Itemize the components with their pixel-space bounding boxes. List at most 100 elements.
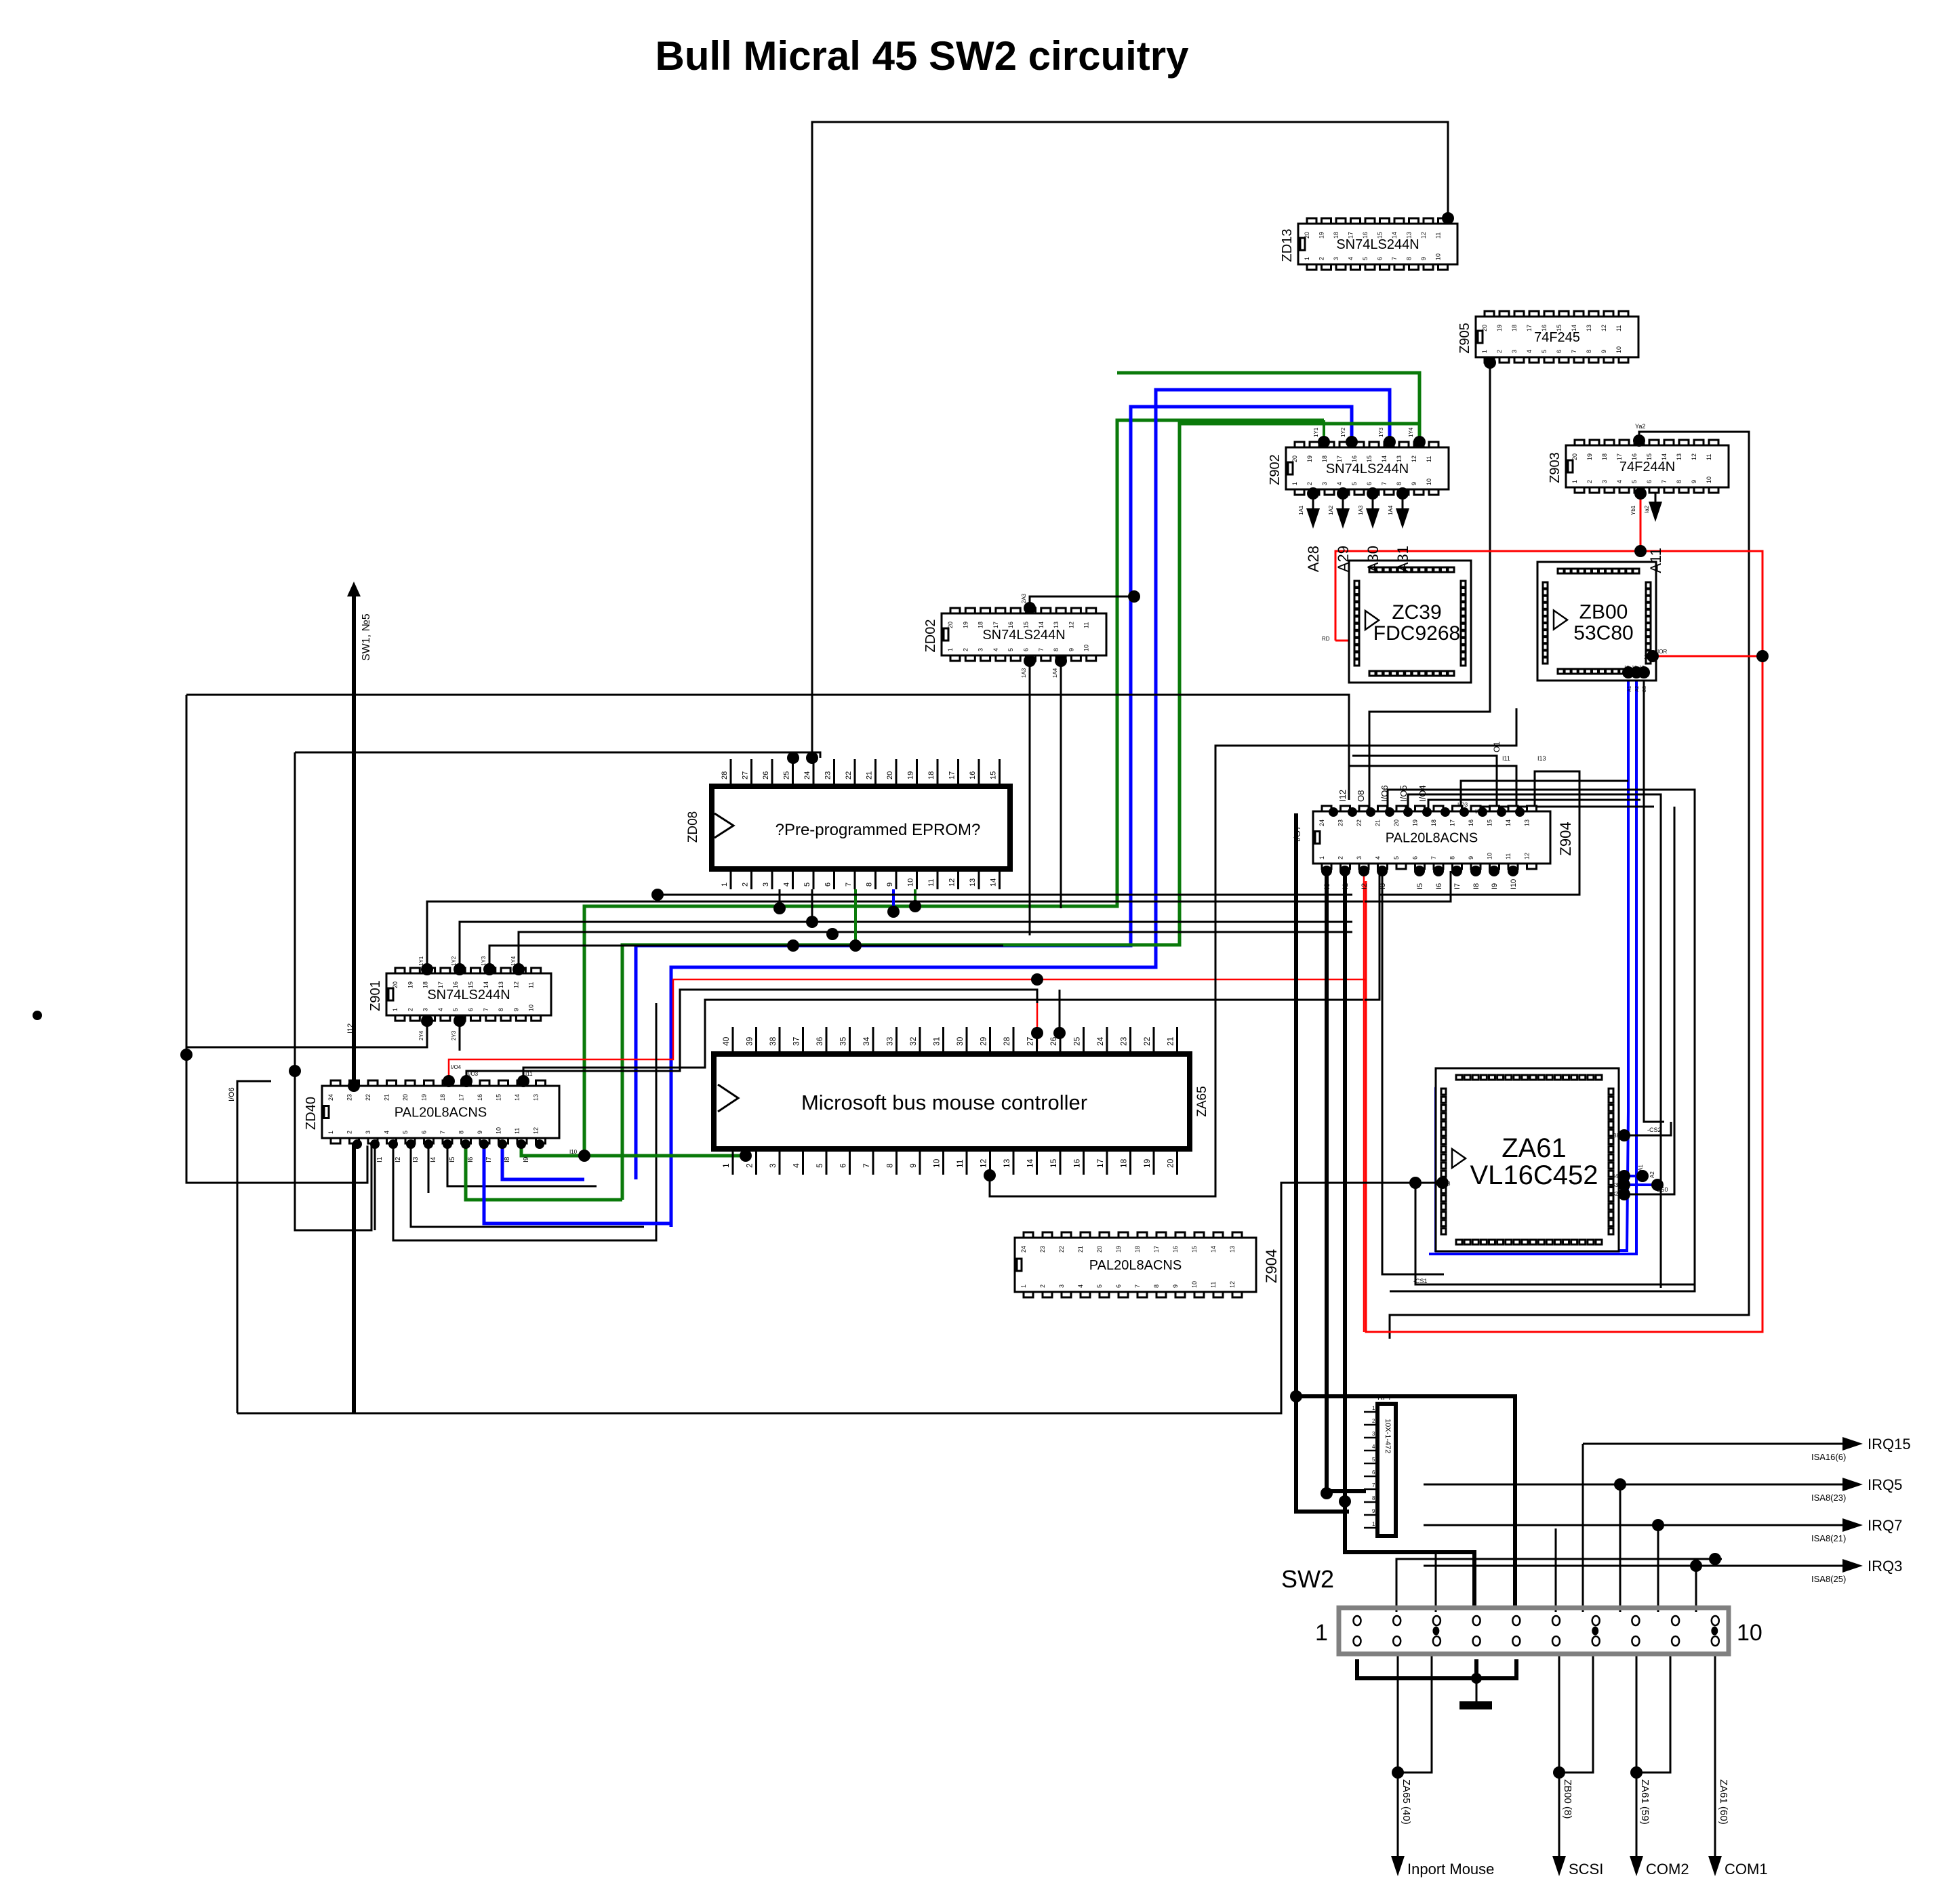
- pin-number: 3: [1372, 1431, 1375, 1437]
- pin-number: 4: [1616, 480, 1623, 483]
- pin-top: [530, 967, 542, 975]
- chips-layer: 2011921831741651561471381291110SN74LS244…: [304, 217, 1762, 1657]
- pin-number: 15: [1646, 453, 1653, 460]
- pin-number: 7: [1372, 1482, 1375, 1488]
- pin-number: 19: [907, 771, 915, 779]
- pad-left: [1542, 629, 1549, 638]
- pad-left: [1542, 615, 1549, 624]
- pad-bottom: [1594, 1238, 1603, 1246]
- pin-bottom: [470, 1014, 481, 1022]
- pad-right: [1459, 636, 1467, 645]
- pad-right: [1607, 1145, 1615, 1154]
- pad-bottom: [1556, 668, 1565, 675]
- pin-number: 5: [1007, 648, 1014, 651]
- pad-left: [1353, 622, 1361, 631]
- pin-top: [500, 967, 512, 975]
- pad-right: [1459, 622, 1467, 631]
- pin-number: 8: [885, 1163, 895, 1168]
- pad-bottom: [1520, 1238, 1529, 1246]
- pad-right: [1645, 615, 1652, 624]
- pin-number: 17: [1526, 325, 1533, 331]
- pin-number: 15: [1487, 819, 1493, 826]
- pad-bottom: [1590, 668, 1599, 675]
- pin-number: 2: [407, 1008, 414, 1011]
- pin-bottom: [1174, 1291, 1186, 1299]
- pin-top: [1098, 1231, 1110, 1239]
- pin-number: 5: [1393, 856, 1400, 859]
- junction-dot: [1346, 436, 1358, 448]
- switch-contact-bottom: [1710, 1635, 1720, 1647]
- pin-bottom: [439, 1014, 451, 1022]
- pin-number: 8: [866, 883, 874, 887]
- pad-left: [1353, 587, 1361, 596]
- junction-dot: [1377, 866, 1388, 876]
- pin-number: 7: [1661, 480, 1668, 483]
- switch-contact-top: [1512, 1615, 1521, 1627]
- signal-label: A2: [1635, 686, 1640, 692]
- pin-number: 22: [1142, 1036, 1152, 1046]
- pin-bottom: [1353, 488, 1365, 496]
- switch-on-indicator: [1432, 1626, 1440, 1636]
- chip-body: [321, 1085, 561, 1139]
- pin-number: 2: [962, 648, 969, 651]
- pin-number: 14: [1381, 455, 1388, 462]
- pin-top: [386, 1079, 397, 1087]
- pad-bottom: [1496, 1238, 1505, 1246]
- pin-number: 15: [990, 771, 998, 779]
- chip-z905: 201192183174165156147138129111074F245Z90…: [1457, 310, 1640, 364]
- junction-dot: [1618, 1188, 1630, 1200]
- pin-number: 9: [477, 1131, 483, 1134]
- irq-arrow-icon: [1842, 1518, 1863, 1532]
- pin-number: 14: [1026, 1158, 1035, 1168]
- pin-number: 15: [1191, 1246, 1198, 1253]
- junction-dot: [461, 1139, 470, 1149]
- switch-contact-top: [1392, 1615, 1402, 1627]
- pin-number: 13: [1053, 622, 1060, 628]
- pin-top: [1543, 310, 1555, 318]
- pin-number: 34: [1612, 1173, 1618, 1179]
- pad-top: [1529, 1074, 1537, 1081]
- pad-top: [1439, 566, 1448, 573]
- pin-bottom: [1231, 1291, 1243, 1299]
- junction-dot: [454, 963, 466, 975]
- junction-dot: [454, 1015, 466, 1027]
- diagram-title: Bull Micral 45 SW2 circuitry: [655, 33, 1189, 79]
- device-output-label: COM2: [1646, 1861, 1689, 1878]
- isa-bus-label: ISA16(6): [1811, 1452, 1846, 1462]
- chip-body: [1474, 315, 1640, 359]
- pad-right: [1645, 629, 1652, 638]
- pin-number: 7: [1134, 1284, 1141, 1288]
- chip-reference: ZD02: [923, 620, 938, 653]
- pin-number: 10: [907, 878, 915, 887]
- pad-left: [1353, 601, 1361, 610]
- pin-number: 4: [384, 1131, 390, 1134]
- wire-zd40-i9: [500, 1146, 584, 1181]
- pad-left: [1440, 1169, 1447, 1178]
- pin-bottom: [1079, 1291, 1091, 1299]
- pin-number: 14: [1210, 1246, 1217, 1253]
- pin-top: [394, 967, 406, 975]
- pad-left: [1353, 644, 1361, 653]
- pin-bottom: [1428, 488, 1440, 496]
- pad-right: [1459, 580, 1467, 588]
- pad-right: [1645, 594, 1652, 603]
- pin-number: 2: [1337, 856, 1344, 859]
- pin-number: 11: [1505, 853, 1512, 859]
- signal-label: I/O6: [1379, 785, 1390, 802]
- pin-number: 10: [1372, 1521, 1378, 1527]
- pin-top: [1693, 439, 1705, 447]
- signal-label: 2A3: [1021, 593, 1027, 603]
- wire-i11: [522, 874, 1381, 1078]
- pin-top: [1588, 439, 1600, 447]
- signal-label: I/O3: [1457, 802, 1468, 808]
- pad-left: [1440, 1202, 1447, 1211]
- pad-left: [1542, 594, 1549, 603]
- junction-dot: [1652, 1519, 1664, 1531]
- pad-top: [1487, 1074, 1496, 1081]
- pin-number: 16: [1541, 325, 1548, 331]
- pin-bottom: [329, 1137, 342, 1145]
- pad-right: [1459, 630, 1467, 639]
- pin-number: 3: [1356, 856, 1363, 859]
- pin-number: 40: [721, 1036, 731, 1046]
- chip-body: [385, 972, 552, 1017]
